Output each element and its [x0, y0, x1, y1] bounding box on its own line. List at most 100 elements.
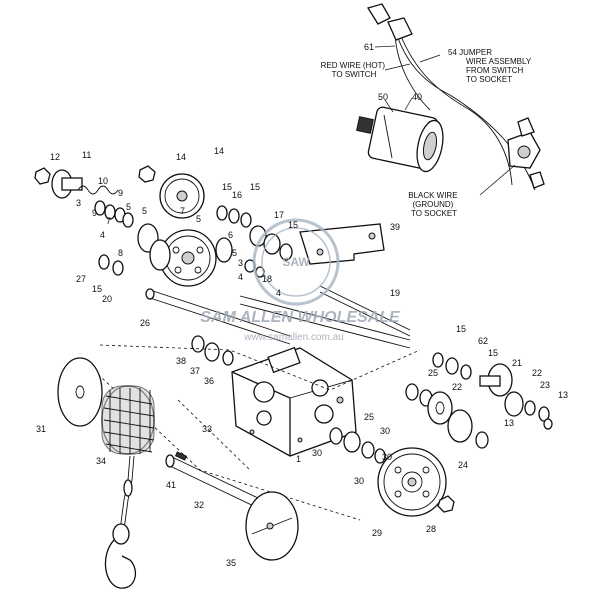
callout-62: 62	[478, 336, 488, 346]
callout-8: 8	[118, 248, 123, 258]
callout-23: 23	[540, 380, 550, 390]
wire-notes: RED WIRE (HOT) TO SWITCH 54 JUMPER WIRE …	[321, 48, 533, 218]
socket	[507, 117, 545, 189]
callout-5c: 5	[196, 214, 201, 224]
bracket-39	[299, 223, 385, 265]
red-wire-line-2: TO SWITCH	[332, 70, 377, 79]
callout-18: 18	[262, 274, 272, 284]
callout-35: 35	[226, 558, 236, 568]
callout-61: 61	[364, 42, 374, 52]
left-gear-stack	[34, 165, 411, 366]
gear-29	[377, 447, 447, 517]
drum-flange-31	[57, 357, 103, 427]
callout-26: 26	[140, 318, 150, 328]
callout-25a: 25	[428, 368, 438, 378]
callout-7a: 7	[106, 216, 111, 226]
callout-24: 24	[458, 460, 468, 470]
cable-drum-34	[101, 385, 155, 455]
shaft-26	[145, 288, 291, 345]
frame-1	[231, 346, 357, 457]
callout-7b: 7	[180, 206, 185, 216]
callout-29: 29	[372, 528, 382, 538]
callout-37: 37	[190, 366, 200, 376]
red-wire-line-1: RED WIRE (HOT)	[321, 61, 386, 70]
callout-30a: 30	[380, 426, 390, 436]
callout-4b: 4	[238, 272, 243, 282]
callout-50: 50	[378, 92, 388, 102]
part-callouts: 61 50 40 12 11 14 14 10 9 5 5 3 9 7 4 8 …	[36, 42, 568, 568]
callout-3b: 3	[238, 258, 243, 268]
callout-28: 28	[426, 524, 436, 534]
cable-hook	[104, 455, 137, 589]
callout-32: 32	[194, 500, 204, 510]
callout-39: 39	[390, 222, 400, 232]
plug-top	[366, 3, 391, 25]
callout-30c: 30	[354, 476, 364, 486]
callout-16: 16	[232, 190, 242, 200]
callout-9a: 9	[118, 188, 123, 198]
callout-15c: 15	[250, 182, 260, 192]
shaft-19	[319, 285, 411, 337]
callout-13b: 13	[558, 390, 568, 400]
jumper-line-1: 54 JUMPER	[448, 48, 492, 57]
motor-assembly	[356, 3, 545, 196]
callout-15d: 15	[288, 220, 298, 230]
black-wire-note: BLACK WIRE (GROUND) TO SOCKET	[408, 191, 460, 218]
switch-terminal	[387, 17, 413, 41]
callout-1: 1	[296, 454, 301, 464]
callout-4a: 4	[100, 230, 105, 240]
callout-19: 19	[390, 288, 400, 298]
callout-5d: 5	[232, 248, 237, 258]
callout-6: 6	[228, 230, 233, 240]
callout-9b: 9	[92, 208, 97, 218]
callout-3a: 3	[76, 198, 81, 208]
callout-15e: 15	[456, 324, 466, 334]
callout-13-top: 14	[176, 152, 186, 162]
jumper-note: 54 JUMPER WIRE ASSEMBLY FROM SWITCH TO S…	[448, 48, 533, 84]
shaft-18	[239, 295, 411, 349]
callout-25b: 25	[364, 412, 374, 422]
callout-36: 36	[204, 376, 214, 386]
callout-31: 31	[36, 424, 46, 434]
callout-30b: 30	[382, 452, 392, 462]
callout-34: 34	[96, 456, 106, 466]
callout-21: 21	[512, 358, 522, 368]
callout-5a: 5	[126, 202, 131, 212]
black-wire-line-3: TO SOCKET	[411, 209, 457, 218]
callout-38: 38	[176, 356, 186, 366]
jumper-line-3: FROM SWITCH	[466, 66, 524, 75]
jumper-line-2: WIRE ASSEMBLY	[466, 57, 532, 66]
jumper-line-4: TO SOCKET	[466, 75, 512, 84]
black-wire-line-2: (GROUND)	[412, 200, 453, 209]
callout-22b: 22	[532, 368, 542, 378]
callout-11: 11	[82, 150, 91, 160]
red-wire-note: RED WIRE (HOT) TO SWITCH	[321, 61, 388, 79]
watermark: SAW SAM ALLEN WHOLESALE www.samallen.com…	[200, 218, 401, 343]
drum-shaft-32	[165, 451, 263, 511]
callout-15a: 15	[92, 284, 102, 294]
right-gear-train	[329, 352, 553, 517]
callout-10: 10	[98, 176, 108, 186]
black-wire-line-1: BLACK WIRE	[408, 191, 457, 200]
callout-15f: 15	[488, 348, 498, 358]
callout-14: 14	[214, 146, 224, 156]
motor-40	[356, 106, 444, 173]
callout-22a: 22	[452, 382, 462, 392]
callout-33: 33	[202, 424, 212, 434]
watermark-badge-text: SAW	[282, 255, 310, 269]
callout-5b: 5	[142, 206, 147, 216]
watermark-url: www.samallen.com.au	[243, 332, 343, 343]
callout-41: 41	[166, 480, 176, 490]
drum-flange-35	[245, 491, 299, 561]
callout-30d: 30	[312, 448, 322, 458]
callout-27: 27	[76, 274, 86, 284]
callout-12: 12	[50, 152, 60, 162]
callout-17: 17	[274, 210, 284, 220]
callout-4c: 4	[276, 288, 281, 298]
watermark-badge	[252, 218, 340, 306]
callout-40: 40	[412, 92, 422, 102]
callout-13c: 13	[504, 418, 514, 428]
watermark-brand: SAM ALLEN WHOLESALE	[200, 309, 401, 326]
callout-15b: 15	[222, 182, 232, 192]
